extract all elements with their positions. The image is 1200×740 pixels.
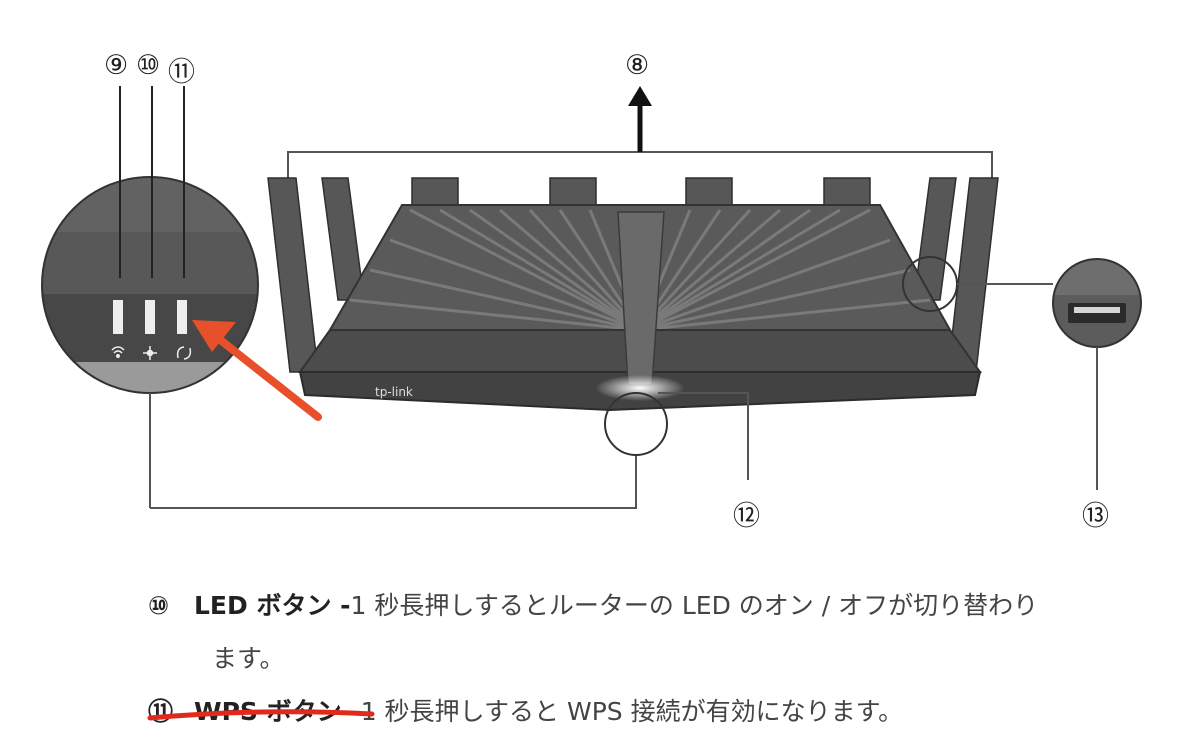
description-text: 1 秒長押しすると WPS 接続が有効になります。 xyxy=(360,697,904,726)
description-number: ⑩ xyxy=(148,591,170,620)
antenna xyxy=(411,177,459,207)
callout-9: ⑨ xyxy=(104,50,129,81)
callout-12: ⑫ xyxy=(733,501,760,532)
antenna xyxy=(685,177,733,207)
wps-led xyxy=(177,300,187,334)
callout-8: ⑧ xyxy=(625,50,650,81)
description-term: LED ボタン - xyxy=(194,591,351,620)
antenna xyxy=(823,177,871,207)
front-led-circle xyxy=(604,392,668,456)
router-body: tp-link xyxy=(298,204,982,412)
wifi-led xyxy=(113,300,123,334)
wifi-icon xyxy=(111,346,125,358)
up-arrow-head xyxy=(628,86,652,106)
antenna xyxy=(549,177,597,207)
led-button-description: ⑩ LED ボタン -1 秒長押しするとルーターの LED のオン / オフが切り… xyxy=(148,586,1038,622)
front-led-leader xyxy=(658,392,749,480)
brand-logo: tp-link xyxy=(375,385,413,399)
led-icon xyxy=(143,346,157,360)
router-diagram: tp-link xyxy=(41,86,1142,509)
led-button-led xyxy=(145,300,155,334)
led-button-description-continuation: ます。 xyxy=(212,644,285,673)
callout-10: ⑩ xyxy=(136,50,161,81)
annotation-arrow xyxy=(192,320,322,421)
antenna xyxy=(267,177,319,373)
wps-button-description: ⑪ WPS ボタン -1 秒長押しすると WPS 接続が有効になります。 xyxy=(148,692,903,728)
description-number: ⑪ xyxy=(148,697,174,726)
router-antennas xyxy=(267,177,999,373)
wps-icon xyxy=(176,346,192,360)
callout-11: ⑪ xyxy=(168,57,195,88)
callout-13: ⑬ xyxy=(1082,501,1109,532)
usb-port-zoom xyxy=(1052,258,1142,348)
antenna-bracket xyxy=(287,151,993,178)
description-text: 1 秒長押しするとルーターの LED のオン / オフが切り替わり xyxy=(350,591,1039,620)
description-term: WPS ボタン - xyxy=(194,697,361,726)
